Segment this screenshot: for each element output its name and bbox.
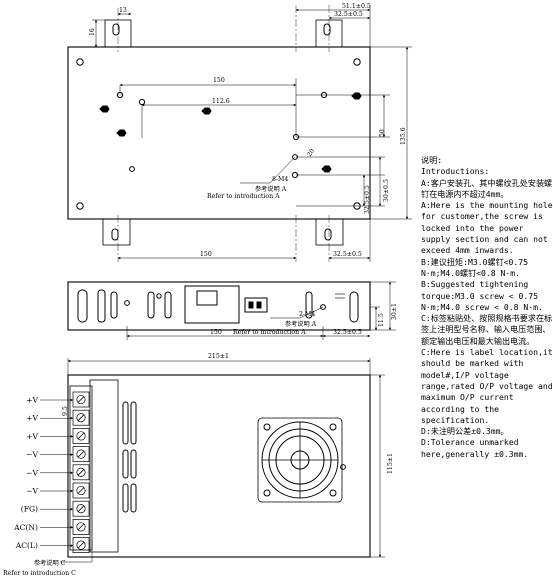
terminal-screw <box>76 522 86 532</box>
top-view <box>67 5 412 262</box>
terminal-label: (FG) <box>21 505 38 514</box>
terminal-screw-slot <box>77 523 85 531</box>
terminal-screw-slot <box>77 396 85 403</box>
terminal-screw-slot <box>77 469 85 476</box>
terminal-screw <box>76 413 86 423</box>
front-dim-95: 9.5 <box>62 406 69 416</box>
top-view-labels: 13 16 51.1±0.5 32.5±0.5 150 112.6 8-M4 2… <box>89 3 407 258</box>
note-c-cn: C:标签粘贴处、按照规格书要求在标签上注明型号名称、输入电压范围、额定输出电压和… <box>421 313 553 346</box>
side-ref-a-cn: 参考说明 A <box>285 320 317 328</box>
dim-13: 13 <box>119 7 127 14</box>
notes-subtitle: Introductions: <box>421 166 490 177</box>
note-a-cn: A:客户安装孔、其中螺纹孔处安装螺钉在电源内不超过4mm。 <box>421 177 553 199</box>
terminal-screw-slot <box>77 432 85 440</box>
dim-32b: 32.5±0.5 <box>364 185 371 214</box>
terminal-screw-slot <box>77 450 85 458</box>
note-b-cn: B:建议扭矩:M3.0螺钉<0.75 N·m;M4.0螺钉<0.8 N·m. <box>421 256 533 278</box>
terminal-screw-slot <box>77 487 85 494</box>
dim-50: 50 <box>379 129 386 137</box>
note-d-en: D:Tolerance unmarked here,generally ±0.3… <box>421 437 529 459</box>
terminal-label: +V <box>26 432 38 441</box>
terminal-label: +V <box>26 396 38 405</box>
side-view <box>67 281 396 340</box>
note-d-cn: D:未注明公差±0.3mm。 <box>421 426 509 437</box>
terminal-label: +V <box>26 414 38 423</box>
dim-51: 51.1±0.5 <box>342 3 371 10</box>
terminal-screw <box>76 467 86 477</box>
fan-screw <box>263 489 271 497</box>
dim-20: 20 <box>306 148 316 159</box>
dim-16: 16 <box>89 28 96 36</box>
hex-nut <box>99 105 110 113</box>
dim-112: 112.6 <box>212 98 230 105</box>
terminal-screw-slot <box>77 505 85 512</box>
terminal-screw <box>76 431 86 441</box>
terminal-group: +V +V +V −V −V −V (FG) AC(N) AC(L) <box>13 391 90 553</box>
fan-screw <box>263 423 271 431</box>
terminal-label: AC(L) <box>15 541 38 550</box>
side-dim-150: 150 <box>210 329 222 336</box>
dim-150-top: 150 <box>213 77 225 84</box>
note-c-en: C:Here is label location,it should be ma… <box>421 347 553 425</box>
dim-32a: 32.5±0.5 <box>334 11 363 18</box>
mounting-hole <box>76 202 84 210</box>
side-connector <box>184 285 240 324</box>
front-view-labels: 215±1 115±1 9.5 参考说明 C Refer to introduc… <box>3 353 394 577</box>
front-view-outline <box>67 374 371 558</box>
mounting-hole <box>76 58 84 66</box>
terminal-screw <box>76 449 86 459</box>
ref-a-cn: 参考说明 A <box>255 185 287 193</box>
ref-c-en: Refer to introduction C <box>3 570 76 577</box>
terminal-screw <box>76 485 86 496</box>
note-b-en: B:Suggested tightening torque:M3.0 screw… <box>421 279 543 312</box>
fan-screw <box>329 423 337 431</box>
side-view-labels: 150 32.5±0.5 2-M4 30±1 11.5 参考说明 A Refer… <box>210 303 398 336</box>
dim-150-bottom: 150 <box>200 251 212 258</box>
terminal-screw-slot <box>77 414 85 421</box>
terminal-label: −V <box>26 468 38 477</box>
terminal-label: −V <box>26 487 38 496</box>
terminal-screw <box>76 540 86 550</box>
terminal-screw-slot <box>77 541 85 549</box>
ref-c-cn: 参考说明 C <box>34 559 66 567</box>
top-view-outline <box>67 46 371 220</box>
terminal-block <box>69 385 93 551</box>
terminal-cover <box>89 379 119 553</box>
terminal-screw <box>76 504 86 514</box>
fan-screw <box>329 489 337 497</box>
bottom-bracket-right <box>315 218 344 246</box>
mounting-hole <box>353 58 361 66</box>
front-view <box>60 358 385 563</box>
side-label-2-m4: 2-M4 <box>299 311 315 318</box>
bottom-bracket-left <box>102 218 131 246</box>
fan-housing <box>257 417 343 503</box>
hex-nut <box>116 129 127 137</box>
dim-30: 30±0.5 <box>383 179 390 202</box>
terminal-label: AC(N) <box>13 523 38 532</box>
side-dim-32: 32.5±0.5 <box>333 329 362 336</box>
side-ref-a-en: Refer to introduction A <box>233 329 306 336</box>
front-dim-115: 115±1 <box>387 453 394 474</box>
hex-nut <box>351 92 362 100</box>
mounting-hole <box>138 98 146 106</box>
notes-panel: 说明: Introductions: A:客户安装孔、其中螺纹孔处安装螺钉在电源… <box>421 155 553 460</box>
label-8-m4: 8-M4 <box>272 176 288 183</box>
dim-32c: 32.5±0.5 <box>333 251 362 258</box>
front-dim-215: 215±1 <box>208 353 229 360</box>
ref-a-en: Refer to introduction A <box>207 193 280 200</box>
note-a-en: A:Here is the mounting hole for customer… <box>421 200 553 256</box>
terminal-label: −V <box>26 450 38 459</box>
side-dim-11: 11.5 <box>378 313 385 327</box>
hex-nut <box>201 107 212 115</box>
dim-135: 135.6 <box>400 127 407 145</box>
side-view-outline <box>67 281 371 331</box>
hex-nut <box>321 165 332 173</box>
notes-title: 说明: <box>421 155 443 165</box>
side-dim-30: 30±1 <box>391 303 398 320</box>
terminal-screw <box>76 394 86 405</box>
